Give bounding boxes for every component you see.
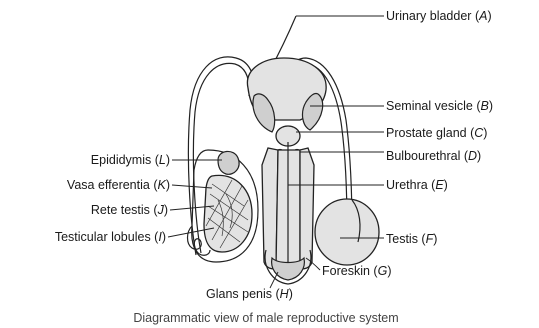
- anatomy-drawing: [188, 16, 380, 284]
- label-vasa-efferentia: Vasa efferentia (K): [67, 178, 170, 192]
- label-urethra: Urethra (E): [386, 178, 448, 192]
- label-rete-testis: Rete testis (J): [91, 203, 168, 217]
- label-testicular-lobules: Testicular lobules (I): [55, 230, 166, 244]
- figure-caption: Diagrammatic view of male reproductive s…: [133, 311, 398, 325]
- label-epididymis: Epididymis (L): [91, 153, 170, 167]
- label-bulbourethral: Bulbourethral (D): [386, 149, 481, 163]
- epididymis-shape: [218, 151, 239, 174]
- label-foreskin: Foreskin (G): [322, 264, 391, 278]
- label-seminal-vesicle: Seminal vesicle (B): [386, 99, 493, 113]
- penis-shaft: [262, 148, 278, 269]
- label-testis: Testis (F): [386, 232, 437, 246]
- label-urinary-bladder: Urinary bladder (A): [386, 9, 492, 23]
- right-testis-shape: [315, 199, 379, 265]
- label-glans-penis: Glans penis (H): [206, 287, 293, 301]
- label-prostate-gland: Prostate gland (C): [386, 126, 487, 140]
